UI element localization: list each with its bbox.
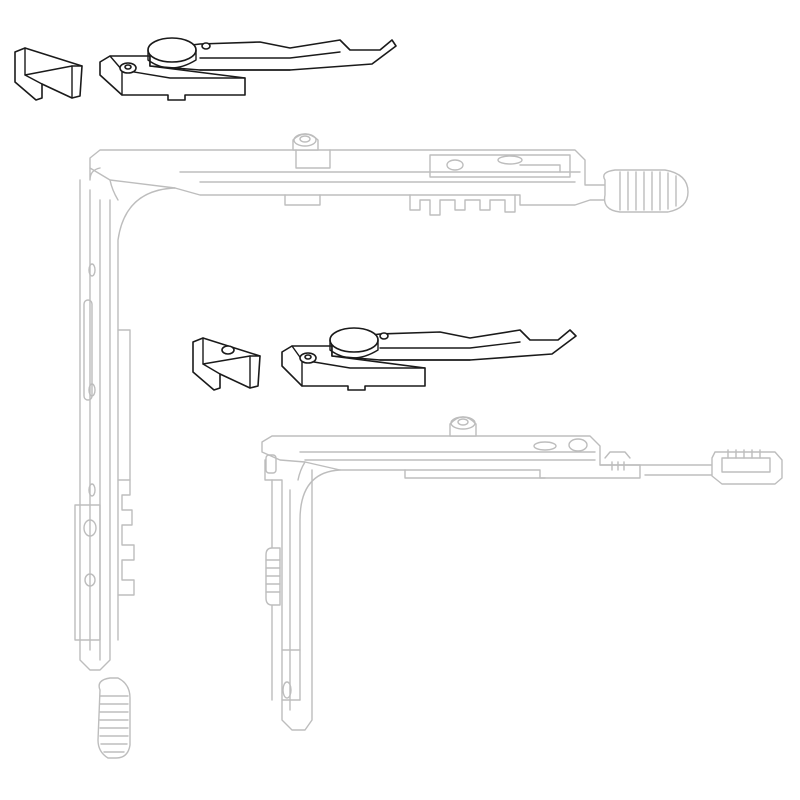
- lower-assembly: [192, 327, 783, 731]
- upper-corner-bracket: [74, 133, 689, 759]
- upper-locking-cam: [99, 37, 397, 101]
- upper-assembly: [14, 37, 689, 759]
- lower-retaining-clip: [192, 337, 261, 391]
- upper-retaining-clip: [14, 47, 83, 101]
- lower-locking-cam: [281, 327, 577, 391]
- lower-corner-bracket: [261, 416, 783, 731]
